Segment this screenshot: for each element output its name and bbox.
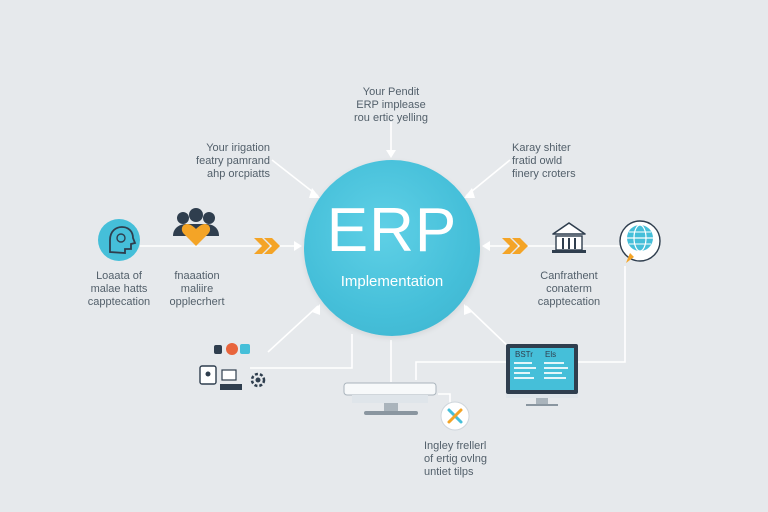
connector-badge (438, 393, 451, 404)
arrowhead-left (294, 241, 302, 251)
connector-bottom-right (465, 305, 513, 351)
arrowhead-top (386, 150, 396, 158)
arrowhead-bottom-left (312, 304, 320, 315)
label-right-mid: Canfrathent conaterm capptecation (537, 270, 601, 308)
arrowhead-top-left (309, 188, 320, 198)
x-badge-icon (440, 401, 470, 431)
arrowhead-bottom-right (464, 304, 472, 315)
monitor-dashboard-icon: BSTr Els (506, 344, 578, 406)
label-top-left: Your irigation featry pamrand ahp orcpia… (196, 142, 270, 180)
head-gears-icon (98, 219, 140, 261)
globe-pin-icon (619, 220, 661, 263)
label-left-mid: fnaaation maliire opplecrhert (169, 270, 225, 308)
bank-building-icon (552, 222, 586, 253)
label-top: Your Pendit ERP implease rou ertic yelli… (354, 86, 428, 124)
label-top-right: Karay shiter fratid owld finery croters (512, 142, 576, 180)
arrowhead-top-right (464, 188, 475, 198)
label-left-far: Loaata of malae hatts capptecation (87, 270, 151, 308)
connector-bottom-elbow (250, 334, 353, 369)
hub-title: ERP (326, 196, 458, 265)
connector-top-right (465, 159, 511, 197)
devices-gear-icon (199, 343, 266, 390)
arrowhead-right (482, 241, 490, 251)
chevron-right-icon (502, 238, 528, 254)
erp-hub-circle: ERP Implementation (304, 160, 480, 336)
connector-bottom-left (267, 305, 319, 353)
screen-right-text: Els (545, 350, 556, 359)
chevron-right-icon (254, 238, 280, 254)
server-desk-icon (343, 382, 437, 415)
hub-subtitle: Implementation (340, 273, 444, 290)
screen-left-text: BSTr (515, 350, 533, 359)
team-heart-icon (173, 208, 219, 246)
label-bottom: Ingley frellerl of ertig ovlng untiet ti… (424, 440, 487, 478)
connector-top-left (271, 159, 319, 197)
